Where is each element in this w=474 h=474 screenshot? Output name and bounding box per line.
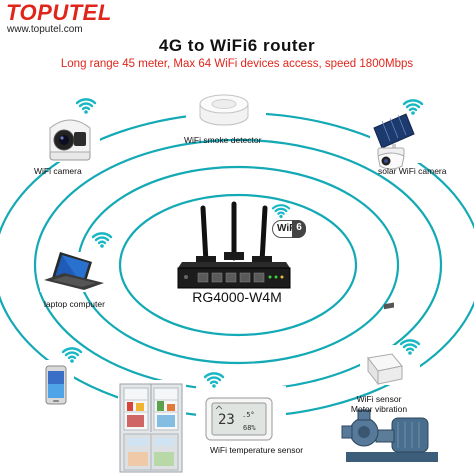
smartphone-icon [45,365,67,405]
wifi6-badge-number: 6 [292,220,306,238]
smoke-detector-icon [199,94,249,126]
vibration-sensor-icon [367,302,403,386]
motor-pump-icon [341,409,438,462]
brand-logo: TOPUTEL [6,0,112,25]
wifi-signal-icon [75,98,97,116]
smoke-detector-label: WiFi smoke detector [184,135,262,145]
wifi6-badge-text: WiFi [277,223,299,234]
page-subtitle: Long range 45 meter, Max 64 WiFi devices… [60,58,414,70]
vibration-sensor-label-1: WiFi sensor [356,394,402,404]
wifi-signal-icon [91,232,113,250]
wifi-camera-icon [49,119,91,161]
thermometer-sensor-icon: 23 .5° 68% [205,397,273,441]
svg-text:68%: 68% [243,424,256,432]
solar-camera-icon [373,113,415,170]
wifi6-badge: WiFi 6 [272,220,306,238]
wifi-signal-icon [203,372,225,389]
brand-url: www.toputel.com [7,24,83,35]
wifi-signal-icon [402,99,424,117]
router-model-label: RG4000-W4M [192,289,282,305]
laptop-icon [44,252,104,290]
vibration-sensor-label-2: Motor vibration [350,404,408,414]
fridge-icon [119,383,183,473]
router-icon [177,201,291,289]
coverage-ring-1 [118,193,358,337]
laptop-label: laptop computer [44,299,105,309]
svg-text:23: 23 [218,412,235,428]
page-title: 4G to WiFi6 router [158,36,316,55]
wifi-signal-icon [271,204,291,220]
temperature-sensor-label: WiFi temperature sensor [210,445,304,455]
svg-text:.5°: .5° [242,411,255,419]
wifi-camera-label: WiFi camera [34,166,82,176]
solar-camera-label: solar WiFi camera [378,166,447,176]
brand-block: TOPUTEL www.toputel.com [6,0,126,36]
